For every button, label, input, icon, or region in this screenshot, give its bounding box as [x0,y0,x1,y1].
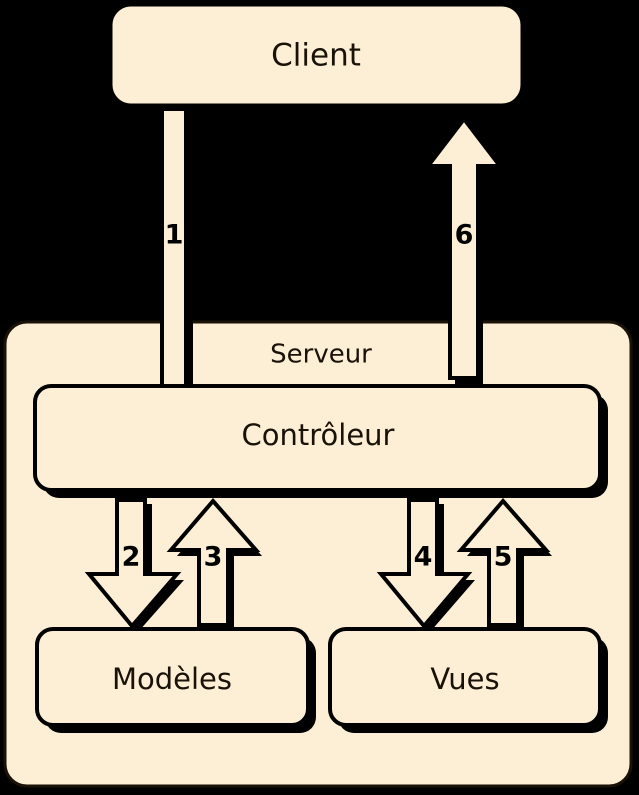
node-controleur-box [33,384,602,492]
flow-2-shape [84,498,182,630]
flow-6-label: 6 [455,220,474,251]
flow-3-label: 3 [204,542,223,573]
flow-3-shape [166,497,261,627]
node-controleur: Contrôleur [33,384,608,498]
node-vues: Vues [328,627,608,733]
flow-4-arrow: 4 [376,498,475,632]
node-modeles: Modèles [35,627,316,733]
flow-5-arrow: 5 [456,497,552,631]
flow-4-shape [376,498,473,630]
node-vues-label: Vues [430,662,499,696]
node-modeles-label: Modèles [112,662,232,696]
node-client-box [112,6,521,104]
node-modeles-box [35,627,310,727]
flow-2-arrow: 2 [84,498,184,632]
flow-6-arrow: 6 [423,115,506,385]
flow-2-label: 2 [122,542,141,573]
node-client-label: Client [271,38,361,74]
flow-3-arrow: 3 [166,497,262,631]
node-serveur-label: Serveur [270,340,372,370]
flow-5-label: 5 [494,542,513,573]
node-client: Client [112,6,528,111]
flow-1-label: 1 [165,220,184,251]
flow-6-shape [423,115,505,380]
flow-4-label: 4 [414,542,433,573]
flow-5-shape [456,497,551,627]
node-vues-box [328,627,602,727]
node-controleur-label: Contrôleur [242,418,395,452]
